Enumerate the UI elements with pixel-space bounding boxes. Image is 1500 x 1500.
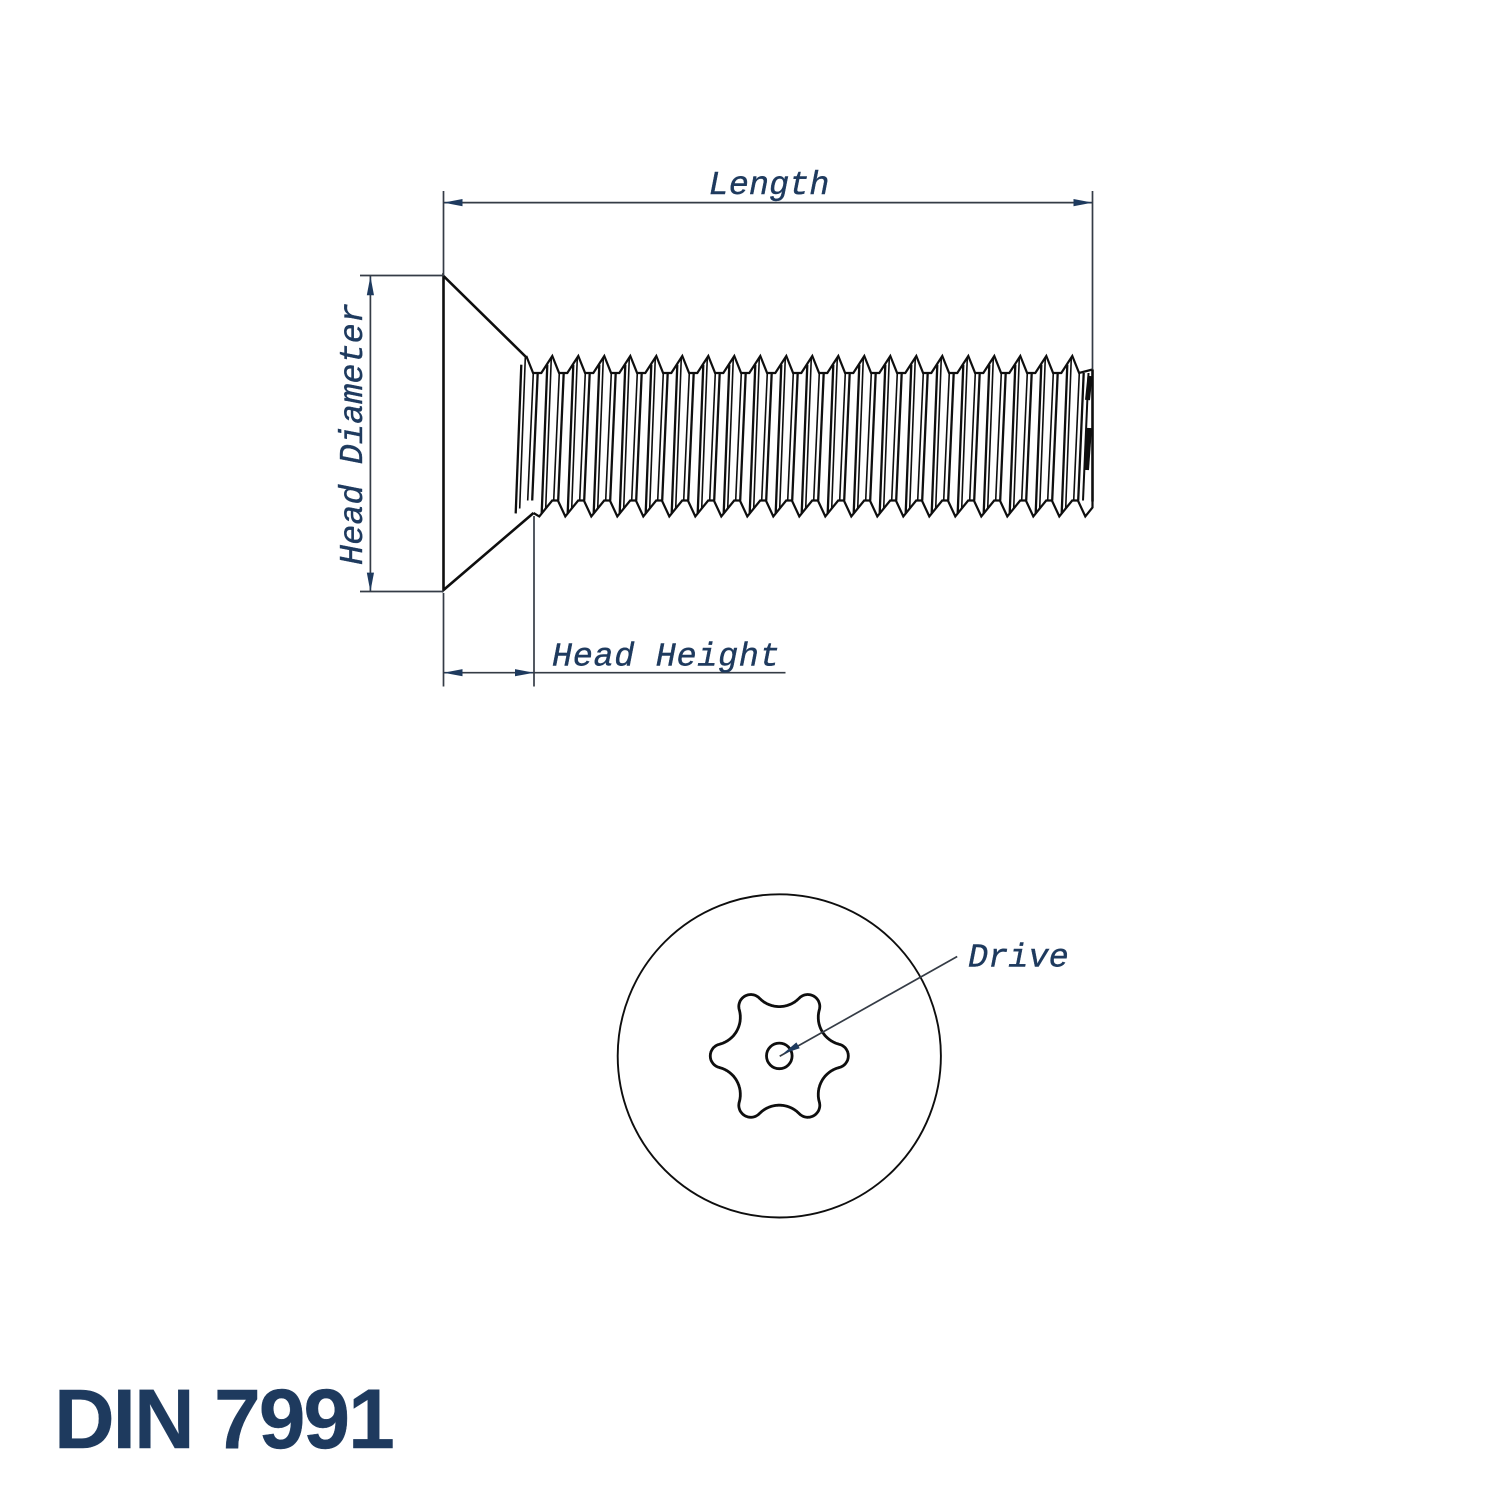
svg-text:Head Height: Head Height (552, 638, 780, 676)
svg-text:Head Diameter: Head Diameter (335, 303, 373, 565)
svg-text:Length: Length (709, 167, 830, 205)
svg-text:Drive: Drive (968, 940, 1069, 978)
svg-text:DIN 7991: DIN 7991 (54, 1372, 393, 1466)
